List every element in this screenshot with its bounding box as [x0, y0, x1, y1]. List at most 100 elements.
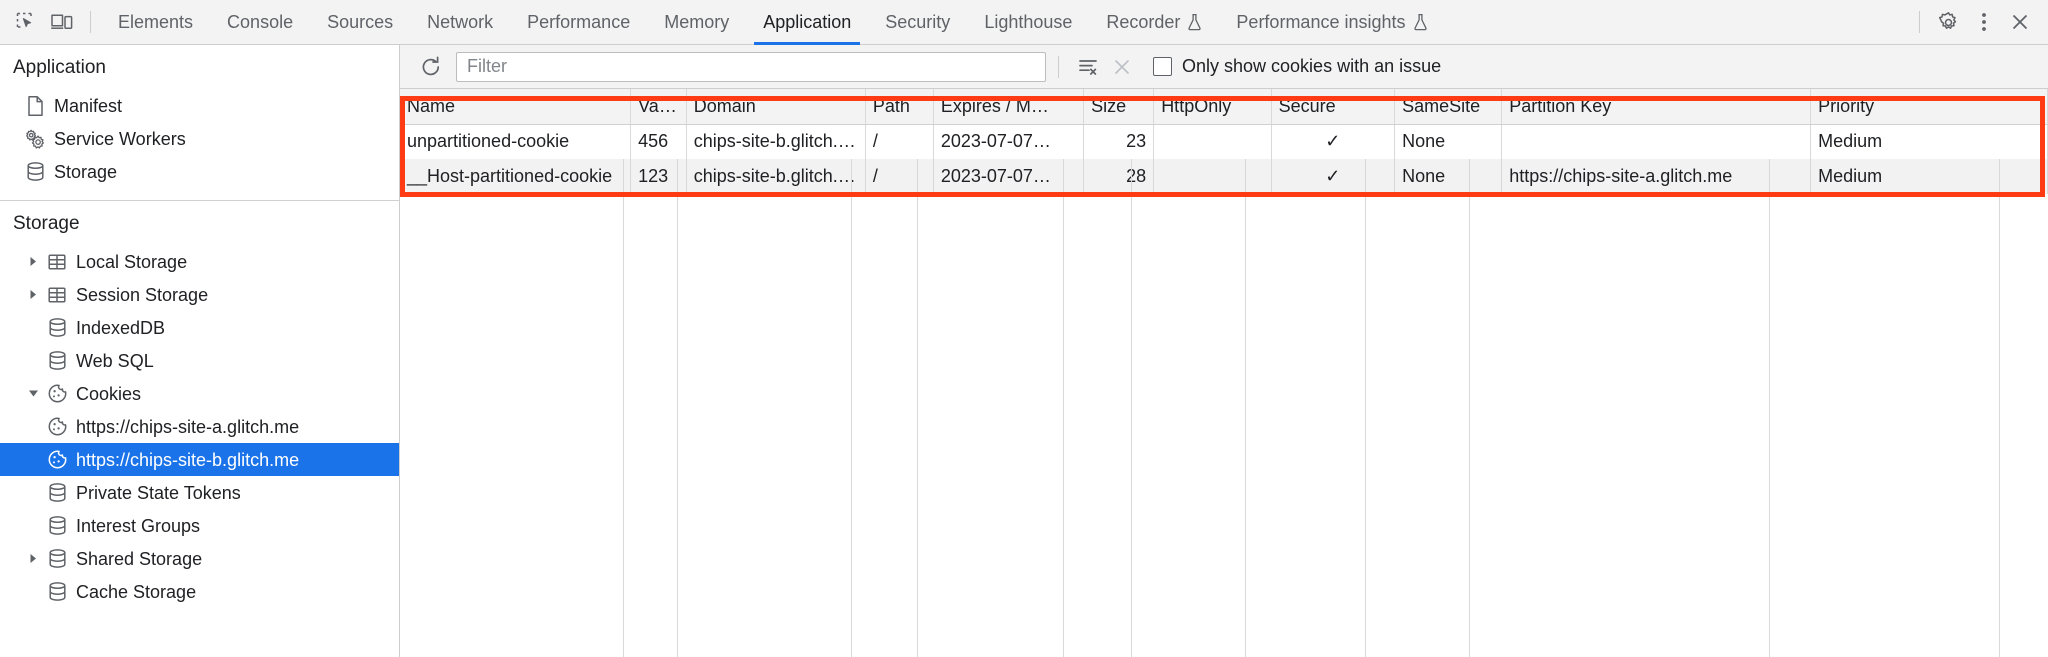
tab-performance-insights[interactable]: Performance insights	[1219, 0, 1444, 45]
gear-icon[interactable]	[1930, 5, 1966, 39]
tab-elements[interactable]: Elements	[101, 0, 210, 45]
tab-performance[interactable]: Performance	[510, 0, 647, 45]
table-empty-columns	[400, 159, 2048, 657]
cell-domain[interactable]: chips-site-b.glitch.me	[686, 124, 866, 159]
cell-httponly[interactable]	[1153, 159, 1272, 194]
sidebar-item-interest-groups[interactable]: Interest Groups	[0, 509, 399, 542]
sidebar-item-cookies-site-a[interactable]: https://chips-site-a.glitch.me	[0, 410, 399, 443]
application-sidebar: Application Manifest	[0, 45, 400, 657]
sidebar-item-label: Private State Tokens	[76, 482, 241, 503]
cell-expires[interactable]: 2023-07-07…	[933, 159, 1085, 194]
sidebar-item-private-state-tokens[interactable]: Private State Tokens	[0, 476, 399, 509]
cell-path[interactable]: /	[865, 159, 934, 194]
cell-partition-key[interactable]	[1501, 124, 1812, 159]
only-show-issues-checkbox-row[interactable]: Only show cookies with an issue	[1153, 56, 1441, 77]
cell-name[interactable]: unpartitioned-cookie	[400, 124, 632, 159]
tab-lighthouse[interactable]: Lighthouse	[967, 0, 1089, 45]
cell-value[interactable]: 456	[630, 124, 687, 159]
close-icon[interactable]	[2002, 5, 2038, 39]
column-header-name[interactable]: Name	[400, 89, 632, 125]
tab-label: Elements	[118, 11, 194, 32]
cell-partition-key[interactable]: https://chips-site-a.glitch.me	[1501, 159, 1812, 194]
clear-filtered-icon[interactable]	[1071, 51, 1105, 83]
cookies-table: Name Value Domain Path Expires / M… Size…	[400, 89, 2048, 194]
database-icon	[44, 515, 70, 536]
sidebar-item-storage[interactable]: Storage	[0, 155, 399, 188]
sidebar-item-service-workers[interactable]: Service Workers	[0, 122, 399, 155]
sidebar-item-label: https://chips-site-b.glitch.me	[76, 449, 300, 470]
cell-expires[interactable]: 2023-07-07…	[933, 124, 1085, 159]
database-icon	[44, 350, 70, 371]
sidebar-item-label: Service Workers	[54, 128, 186, 149]
cell-value[interactable]: 123	[630, 159, 687, 194]
tab-security[interactable]: Security	[868, 0, 967, 45]
cell-samesite[interactable]: None	[1394, 159, 1503, 194]
cell-size[interactable]: 28	[1083, 159, 1155, 194]
tab-label: Performance	[527, 11, 631, 32]
sidebar-item-local-storage[interactable]: Local Storage	[0, 245, 399, 278]
cell-domain[interactable]: chips-site-b.glitch.me	[686, 159, 866, 194]
cell-priority[interactable]: Medium	[1810, 124, 2048, 159]
cell-name[interactable]: __Host-partitioned-cookie	[400, 159, 632, 194]
column-header-size[interactable]: Size	[1083, 89, 1155, 125]
filter-input[interactable]	[465, 55, 1037, 78]
sidebar-section-title-application: Application	[13, 57, 106, 78]
chevron-right-icon[interactable]	[22, 553, 44, 564]
sidebar-item-shared-storage[interactable]: Shared Storage	[0, 542, 399, 575]
filter-input-wrapper[interactable]	[456, 51, 1046, 82]
document-icon	[22, 95, 48, 117]
cookie-icon	[44, 383, 70, 404]
cell-priority[interactable]: Medium	[1810, 159, 2048, 194]
cookies-table-header: Name Value Domain Path Expires / M… Size…	[400, 89, 2048, 125]
only-show-issues-checkbox[interactable]	[1153, 57, 1172, 76]
tab-label: Memory	[664, 11, 730, 32]
column-header-expires[interactable]: Expires / M…	[933, 89, 1085, 125]
chevron-right-icon[interactable]	[22, 256, 44, 267]
cell-secure[interactable]: ✓	[1271, 159, 1396, 194]
column-header-value[interactable]: Value	[630, 89, 687, 125]
sidebar-section-storage: Storage Local Storage	[0, 201, 399, 608]
tab-recorder[interactable]: Recorder	[1089, 0, 1219, 45]
column-header-samesite[interactable]: SameSite	[1394, 89, 1503, 125]
sidebar-item-label: https://chips-site-a.glitch.me	[76, 416, 300, 437]
sidebar-item-web-sql[interactable]: Web SQL	[0, 344, 399, 377]
tab-memory[interactable]: Memory	[647, 0, 746, 45]
tab-network[interactable]: Network	[410, 0, 510, 45]
toolbar-divider	[90, 11, 91, 33]
column-header-partition-key[interactable]: Partition Key	[1501, 89, 1812, 125]
chevron-right-icon[interactable]	[22, 289, 44, 300]
cell-size[interactable]: 23	[1083, 124, 1155, 159]
cell-httponly[interactable]	[1153, 124, 1272, 159]
kebab-menu-icon[interactable]	[1966, 5, 2002, 39]
sidebar-item-cache-storage[interactable]: Cache Storage	[0, 575, 399, 608]
tab-console[interactable]: Console	[210, 0, 310, 45]
sidebar-section-application: Application Manifest	[0, 45, 399, 188]
tab-label: Lighthouse	[984, 11, 1073, 32]
tab-label: Security	[885, 11, 951, 32]
chevron-down-icon[interactable]	[22, 389, 44, 398]
column-header-path[interactable]: Path	[865, 89, 934, 125]
refresh-icon[interactable]	[414, 51, 448, 83]
column-header-domain[interactable]: Domain	[686, 89, 866, 125]
table-row[interactable]: unpartitioned-cookie 456 chips-site-b.gl…	[400, 124, 2048, 159]
sidebar-item-indexeddb[interactable]: IndexedDB	[0, 311, 399, 344]
sidebar-item-manifest[interactable]: Manifest	[0, 89, 399, 122]
cell-samesite[interactable]: None	[1394, 124, 1503, 159]
column-header-httponly[interactable]: HttpOnly	[1153, 89, 1272, 125]
sidebar-item-session-storage[interactable]: Session Storage	[0, 278, 399, 311]
tab-sources[interactable]: Sources	[310, 0, 410, 45]
cell-secure[interactable]: ✓	[1271, 124, 1396, 159]
database-icon	[22, 161, 48, 182]
column-header-secure[interactable]: Secure	[1271, 89, 1396, 125]
cookie-icon	[44, 416, 70, 437]
device-toggle-icon[interactable]	[44, 5, 80, 39]
clear-all-x-icon[interactable]	[1105, 51, 1139, 83]
cell-path[interactable]: /	[865, 124, 934, 159]
sidebar-item-cookies-site-b[interactable]: https://chips-site-b.glitch.me	[0, 443, 399, 476]
sidebar-item-cookies[interactable]: Cookies	[0, 377, 399, 410]
column-header-priority[interactable]: Priority	[1810, 89, 2048, 125]
table-row[interactable]: __Host-partitioned-cookie 123 chips-site…	[400, 159, 2048, 194]
tab-application[interactable]: Application	[746, 0, 868, 45]
inspect-cursor-icon[interactable]	[8, 5, 44, 39]
tab-label: Recorder	[1106, 11, 1181, 32]
